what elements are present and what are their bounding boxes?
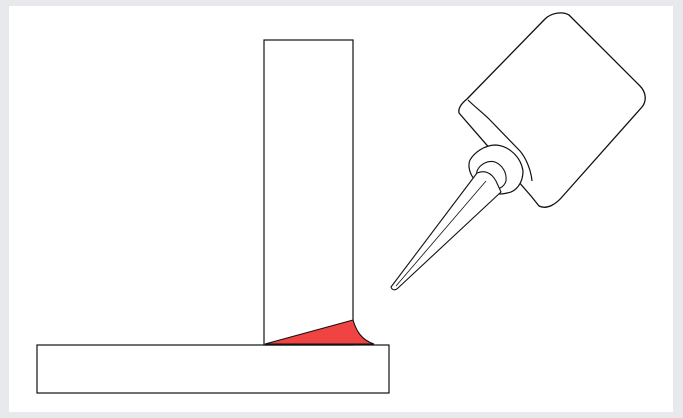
bottle-nozzle-center-line	[395, 180, 487, 287]
base-plate	[36, 344, 390, 394]
bottle-body-top-edge	[467, 99, 533, 182]
upright-plate	[263, 39, 354, 346]
adhesive-fillet	[264, 319, 375, 345]
glue-bottle	[390, 12, 646, 291]
